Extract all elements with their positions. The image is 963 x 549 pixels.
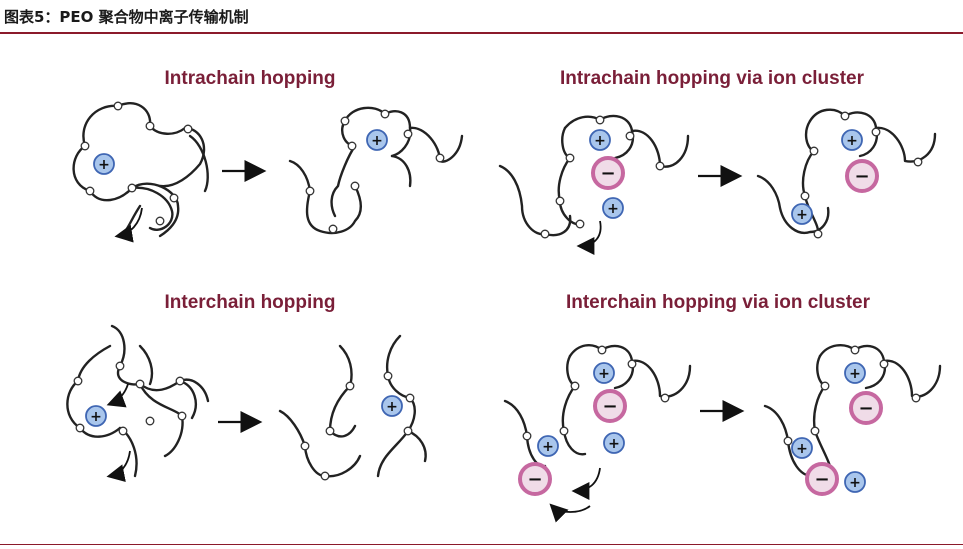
panel-interchain-cluster: Interchain hopping via ion cluster − − — [503, 292, 942, 523]
panel-intrachain-cluster: Intrachain hopping via ion cluster − — [498, 68, 937, 255]
anion-icon: − — [845, 159, 879, 193]
bottom-divider — [0, 544, 963, 545]
anion-symbol: − — [854, 166, 869, 187]
anion-symbol: − — [600, 163, 615, 184]
cation-icon — [844, 362, 866, 384]
top-divider — [0, 32, 963, 34]
anion-symbol: − — [602, 396, 617, 417]
anion-icon: − — [518, 462, 552, 496]
cation-icon — [589, 129, 611, 151]
cation-icon — [93, 153, 115, 175]
anion-icon: − — [591, 156, 625, 190]
panel-title-intrachain: Intrachain hopping — [165, 68, 336, 89]
cation-icon — [844, 471, 866, 493]
figure-title: 图表5：PEO 聚合物中离子传输机制 — [4, 8, 249, 26]
panel-interchain-hopping: Interchain hopping — [66, 292, 427, 482]
cation-icon — [602, 197, 624, 219]
panel-intrachain-hopping: Intrachain hopping — [72, 68, 464, 243]
cation-icon — [537, 435, 559, 457]
anion-symbol: − — [814, 469, 829, 490]
cation-icon — [791, 203, 813, 225]
panel-title-interchain: Interchain hopping — [165, 292, 336, 313]
cation-icon — [381, 395, 403, 417]
anion-symbol: − — [858, 398, 873, 419]
panel-title-intrachain-cluster: Intrachain hopping via ion cluster — [560, 68, 865, 89]
panel-title-interchain-cluster: Interchain hopping via ion cluster — [566, 292, 871, 313]
ion-transport-diagram: + Intrachain hopping — [66, 68, 942, 523]
cation-icon — [603, 432, 625, 454]
cation-icon — [85, 405, 107, 427]
anion-symbol: − — [527, 469, 542, 490]
cation-icon — [791, 437, 813, 459]
cation-icon — [593, 362, 615, 384]
anion-icon: − — [593, 389, 627, 423]
anion-icon: − — [849, 391, 883, 425]
cation-icon — [841, 129, 863, 151]
anion-icon: − — [805, 462, 839, 496]
cation-icon — [366, 129, 388, 151]
